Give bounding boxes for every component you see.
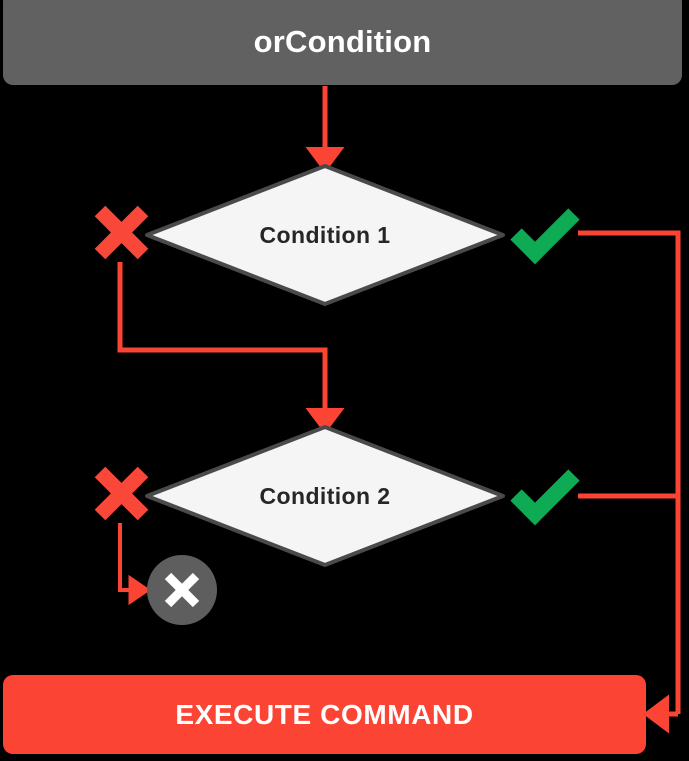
condition-2-diamond[interactable] [145, 425, 505, 567]
diagram-header: orCondition [3, 0, 682, 85]
node-stop[interactable] [147, 555, 217, 625]
stop-x-icon [164, 572, 200, 608]
condition-1-false-x-icon [94, 205, 149, 260]
edge-condition-1-false-to-condition-2 [117, 262, 345, 434]
edge-condition-2-false-to-stop [118, 523, 151, 606]
execute-command-button[interactable]: EXECUTE COMMAND [3, 675, 646, 754]
node-condition-1[interactable]: Condition 1 [147, 165, 503, 305]
condition-2-false-x-icon [94, 466, 149, 521]
page-title: orCondition [253, 23, 432, 59]
node-condition-2[interactable]: Condition 2 [147, 426, 503, 566]
edge-condition-1-true-to-execute [578, 230, 681, 714]
condition-1-label: Condition 1 [259, 221, 391, 248]
condition-1-true-check-icon [510, 208, 580, 265]
condition-2-label: Condition 2 [259, 482, 391, 509]
execute-command-label: EXECUTE COMMAND [175, 698, 474, 730]
condition-2-true-check-icon [510, 469, 580, 526]
condition-1-diamond[interactable] [145, 164, 505, 306]
